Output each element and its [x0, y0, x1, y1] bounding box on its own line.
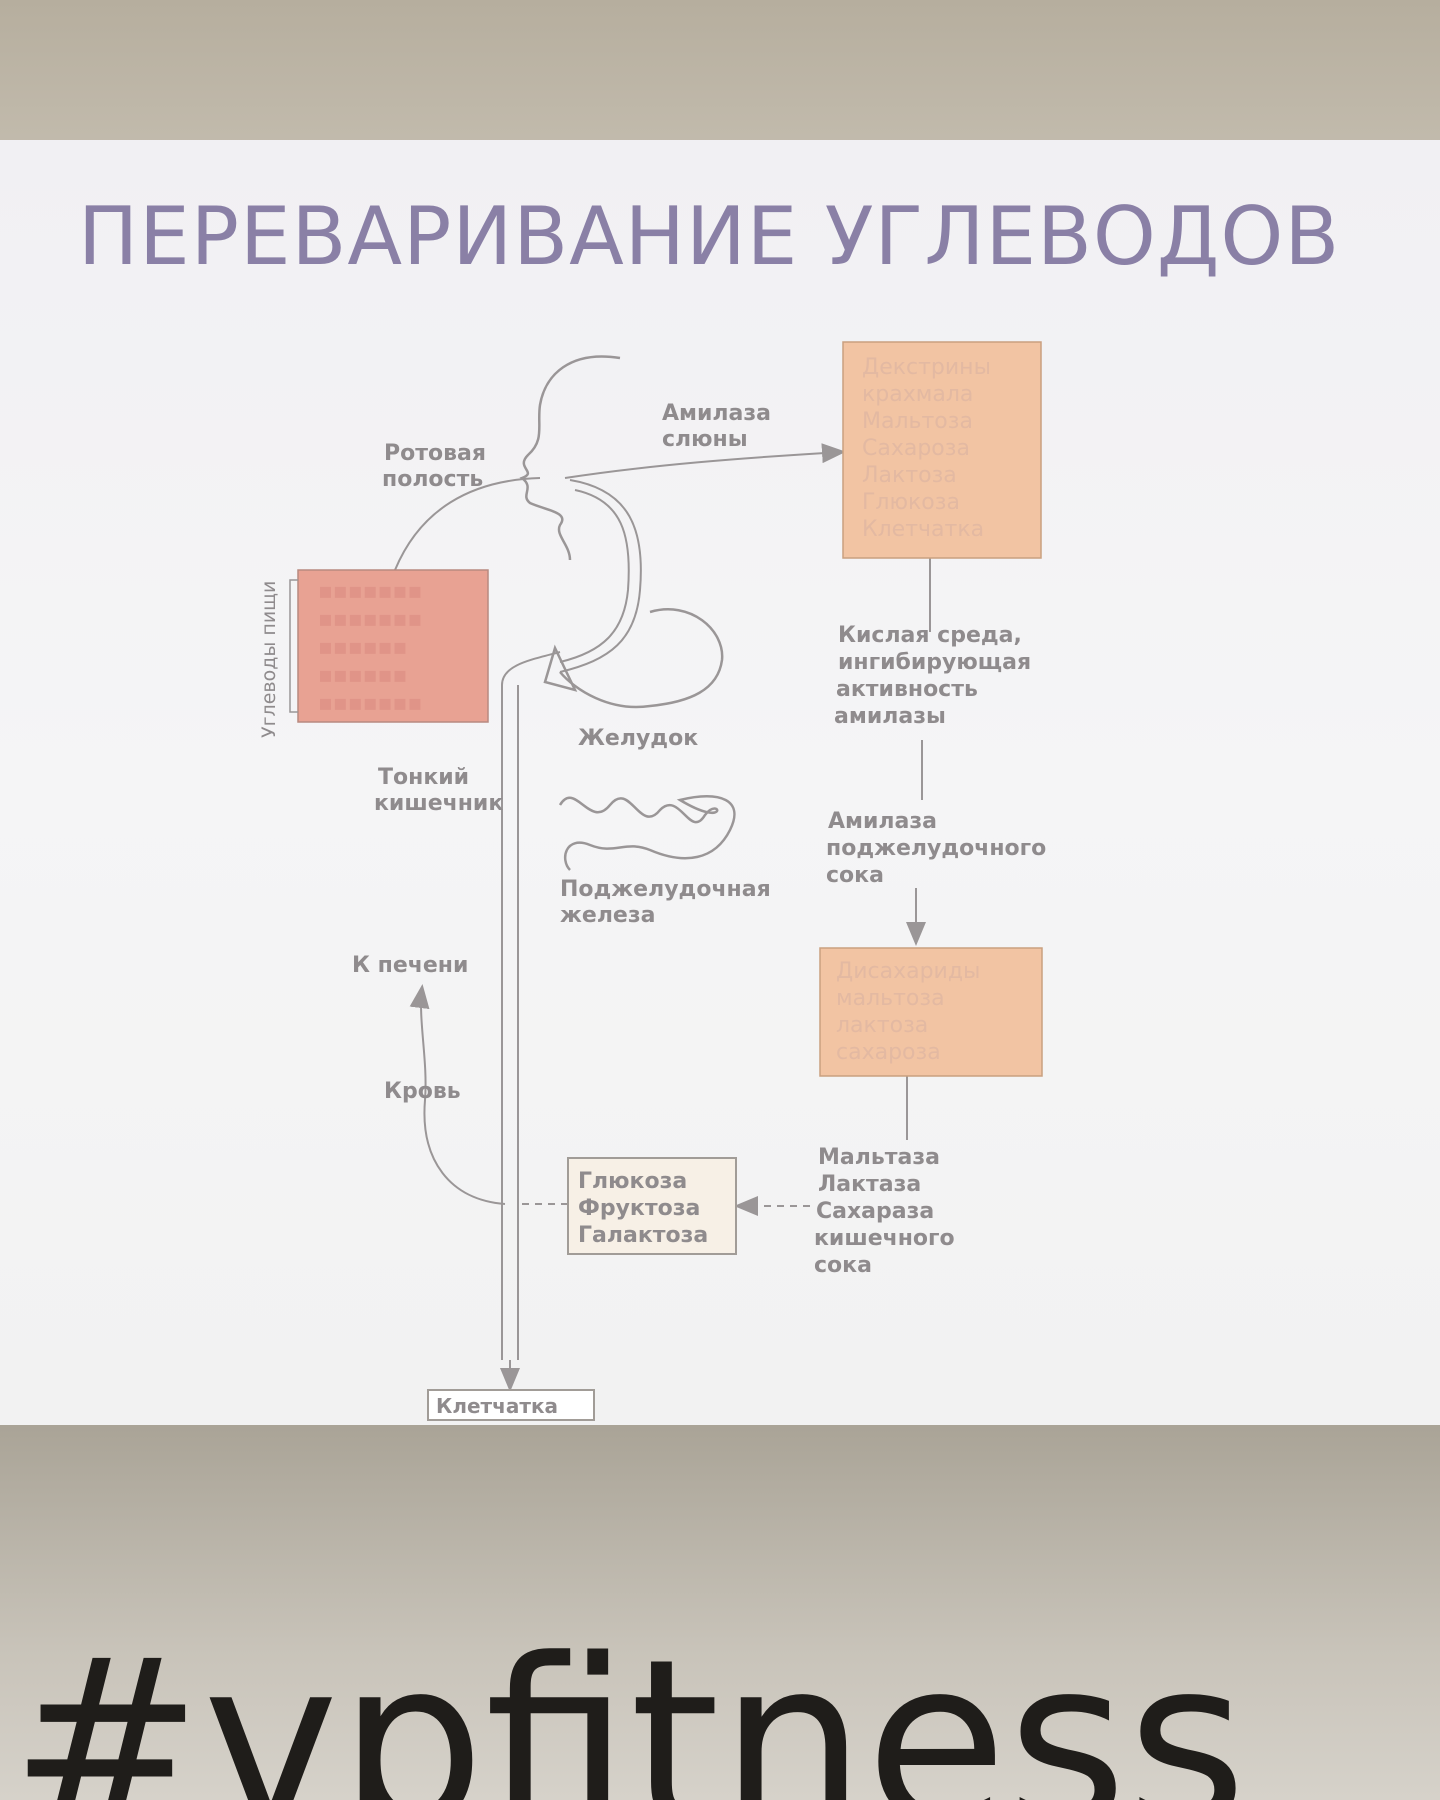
disaccharides-box-line: лактоза [836, 1013, 928, 1038]
blood-label: Кровь [384, 1079, 461, 1104]
to-liver-label: К печени [352, 953, 468, 978]
oral-cavity-label: полость [382, 467, 483, 492]
food-carbs-box-text: ▪▪▪▪▪▪▪ [318, 607, 422, 632]
saliva-arrow-line [564, 443, 846, 479]
dextrins-box [842, 341, 1042, 559]
food-carbs-bracket [289, 579, 298, 713]
blood-to-liver-arrow [409, 984, 506, 1205]
food-carbs-box-text: ▪▪▪▪▪▪ [318, 663, 407, 688]
slide-title: ПЕРЕВАРИВАНИЕ УГЛЕВОДОВ [78, 190, 1341, 283]
salivary-amylase-label: Амилаза [662, 401, 771, 426]
monosaccharides-box-line: Глюкоза [578, 1169, 687, 1194]
disaccharides-box [819, 947, 1043, 1077]
dextrins-box-line: Клетчатка [862, 517, 984, 542]
stomach-label: Желудок [578, 726, 698, 751]
intestinal-enzymes-label: Сахараза [816, 1199, 934, 1224]
intestinal-enzymes-label: Лактаза [818, 1172, 921, 1197]
fiber-box-text: Клетчатка [436, 1394, 558, 1418]
intestinal-enzymes-label: кишечного [814, 1226, 955, 1251]
dextrins-box-line: Мальтоза [862, 409, 973, 434]
pancreas-label: железа [560, 903, 655, 928]
food-carbs-box-text: ▪▪▪▪▪▪ [318, 635, 407, 660]
dextrins-box-line: Сахароза [862, 436, 970, 461]
dextrins-box-line: Декстрины [862, 355, 991, 380]
background-bottom [0, 1420, 1440, 1800]
acid-environment-label: ингибирующая [838, 650, 1031, 675]
pancreatic-amylase-label: поджелудочного [826, 836, 1046, 861]
esophagus-inner-outline [559, 489, 630, 663]
brand-watermark: #vpfitness [10, 1611, 1247, 1800]
background-top [0, 0, 1440, 160]
dextrins-box-line: Глюкоза [862, 490, 960, 515]
oral-cavity-label: Ротовая [384, 441, 486, 466]
food-carbs-box-text: ▪▪▪▪▪▪▪ [318, 691, 422, 716]
stomach-entry-arrowhead [543, 644, 578, 692]
acid-environment-label: амилазы [834, 704, 946, 729]
acid-environment-label: активность [836, 677, 978, 702]
dextrins-box-line: крахмала [862, 382, 973, 407]
monosaccharides-box-line: Галактоза [578, 1223, 708, 1248]
intestinal-enzymes-label: сока [814, 1253, 872, 1278]
esophagus-outline [559, 479, 642, 673]
salivary-amylase-label: слюны [662, 427, 748, 452]
monosaccharides-box [567, 1157, 737, 1255]
disaccharides-box-line: мальтоза [836, 986, 945, 1011]
food-carbs-box [297, 569, 489, 723]
intestinal-enzymes-label: Мальтаза [818, 1145, 940, 1170]
acid-environment-label: Кислая среда, [838, 623, 1022, 648]
small-intestine-label: Тонкий [378, 765, 469, 790]
dextrins-box-line: Лактоза [862, 463, 957, 488]
pancreatic-amylase-label: Амилаза [828, 809, 937, 834]
small-intestine-outline [558, 795, 736, 871]
disaccharides-box-line: сахароза [836, 1040, 941, 1065]
food-carbs-side-label: Углеводы пищи [258, 581, 280, 738]
stomach-outline [559, 608, 724, 709]
intestinal-tube-top [501, 651, 561, 686]
pancreatic-amylase-label: сока [826, 863, 884, 888]
small-intestine-label: кишечник [374, 791, 503, 816]
disaccharides-box-line: Дисахариды [836, 959, 980, 984]
fiber-box [427, 1389, 595, 1421]
food-carbs-box-text: ▪▪▪▪▪▪▪ [318, 579, 422, 604]
pancreas-label: Поджелудочная [560, 877, 771, 902]
food-to-mouth-arc [394, 477, 541, 571]
head-profile-outline [519, 355, 621, 561]
monosaccharides-box-line: Фруктоза [578, 1196, 700, 1221]
